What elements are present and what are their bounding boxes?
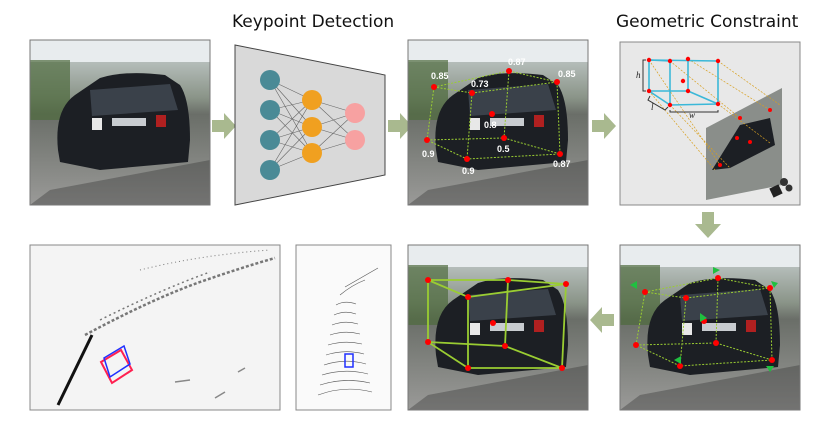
keypoint-score: 0.9 xyxy=(462,166,475,176)
3d-box-projection xyxy=(99,348,134,385)
keypoint-score: 0.73 xyxy=(471,79,489,89)
keypoint-score: 0.85 xyxy=(558,69,576,79)
geometric-constraint-title: Geometric Constraint xyxy=(616,12,799,32)
height-label: h xyxy=(636,70,641,80)
arrow-right-icon xyxy=(212,113,236,139)
input-image-panel xyxy=(29,39,211,206)
width-label: w xyxy=(689,110,695,120)
keypoint-score: 0.85 xyxy=(431,71,449,81)
point-cloud-panel xyxy=(29,244,281,411)
arrow-down-icon xyxy=(695,212,721,238)
geometric-constraint-panel: h l w xyxy=(619,41,801,206)
output-layer xyxy=(345,103,365,150)
3d-box-model xyxy=(648,59,719,106)
arrow-right-icon xyxy=(592,113,616,139)
keypoint-score: 0.87 xyxy=(508,57,526,67)
keypoint-score: 0.9 xyxy=(422,149,435,159)
keypoint-score: 0.8 xyxy=(484,120,497,130)
keypoint-score: 0.5 xyxy=(497,144,510,154)
keypoint-network xyxy=(234,44,386,206)
length-label: l xyxy=(651,102,654,112)
keypoint-image-panel: 0.85 0.73 0.87 0.85 0.8 0.9 0.9 0.5 0.87 xyxy=(407,39,589,206)
keypoint-score: 0.87 xyxy=(553,159,571,169)
arrow-right-icon xyxy=(388,113,412,139)
lidar-front-view-panel xyxy=(295,244,392,411)
camera-icon xyxy=(769,178,793,198)
arrow-left-icon xyxy=(590,307,614,333)
bev-box xyxy=(344,353,354,368)
3d-box-result-panel xyxy=(407,244,589,411)
refinement-arrows xyxy=(630,267,778,372)
hidden-layer xyxy=(302,90,322,163)
refined-keypoint-panel xyxy=(619,244,801,411)
input-layer xyxy=(260,70,280,180)
keypoint-detection-title: Keypoint Detection xyxy=(232,12,394,32)
